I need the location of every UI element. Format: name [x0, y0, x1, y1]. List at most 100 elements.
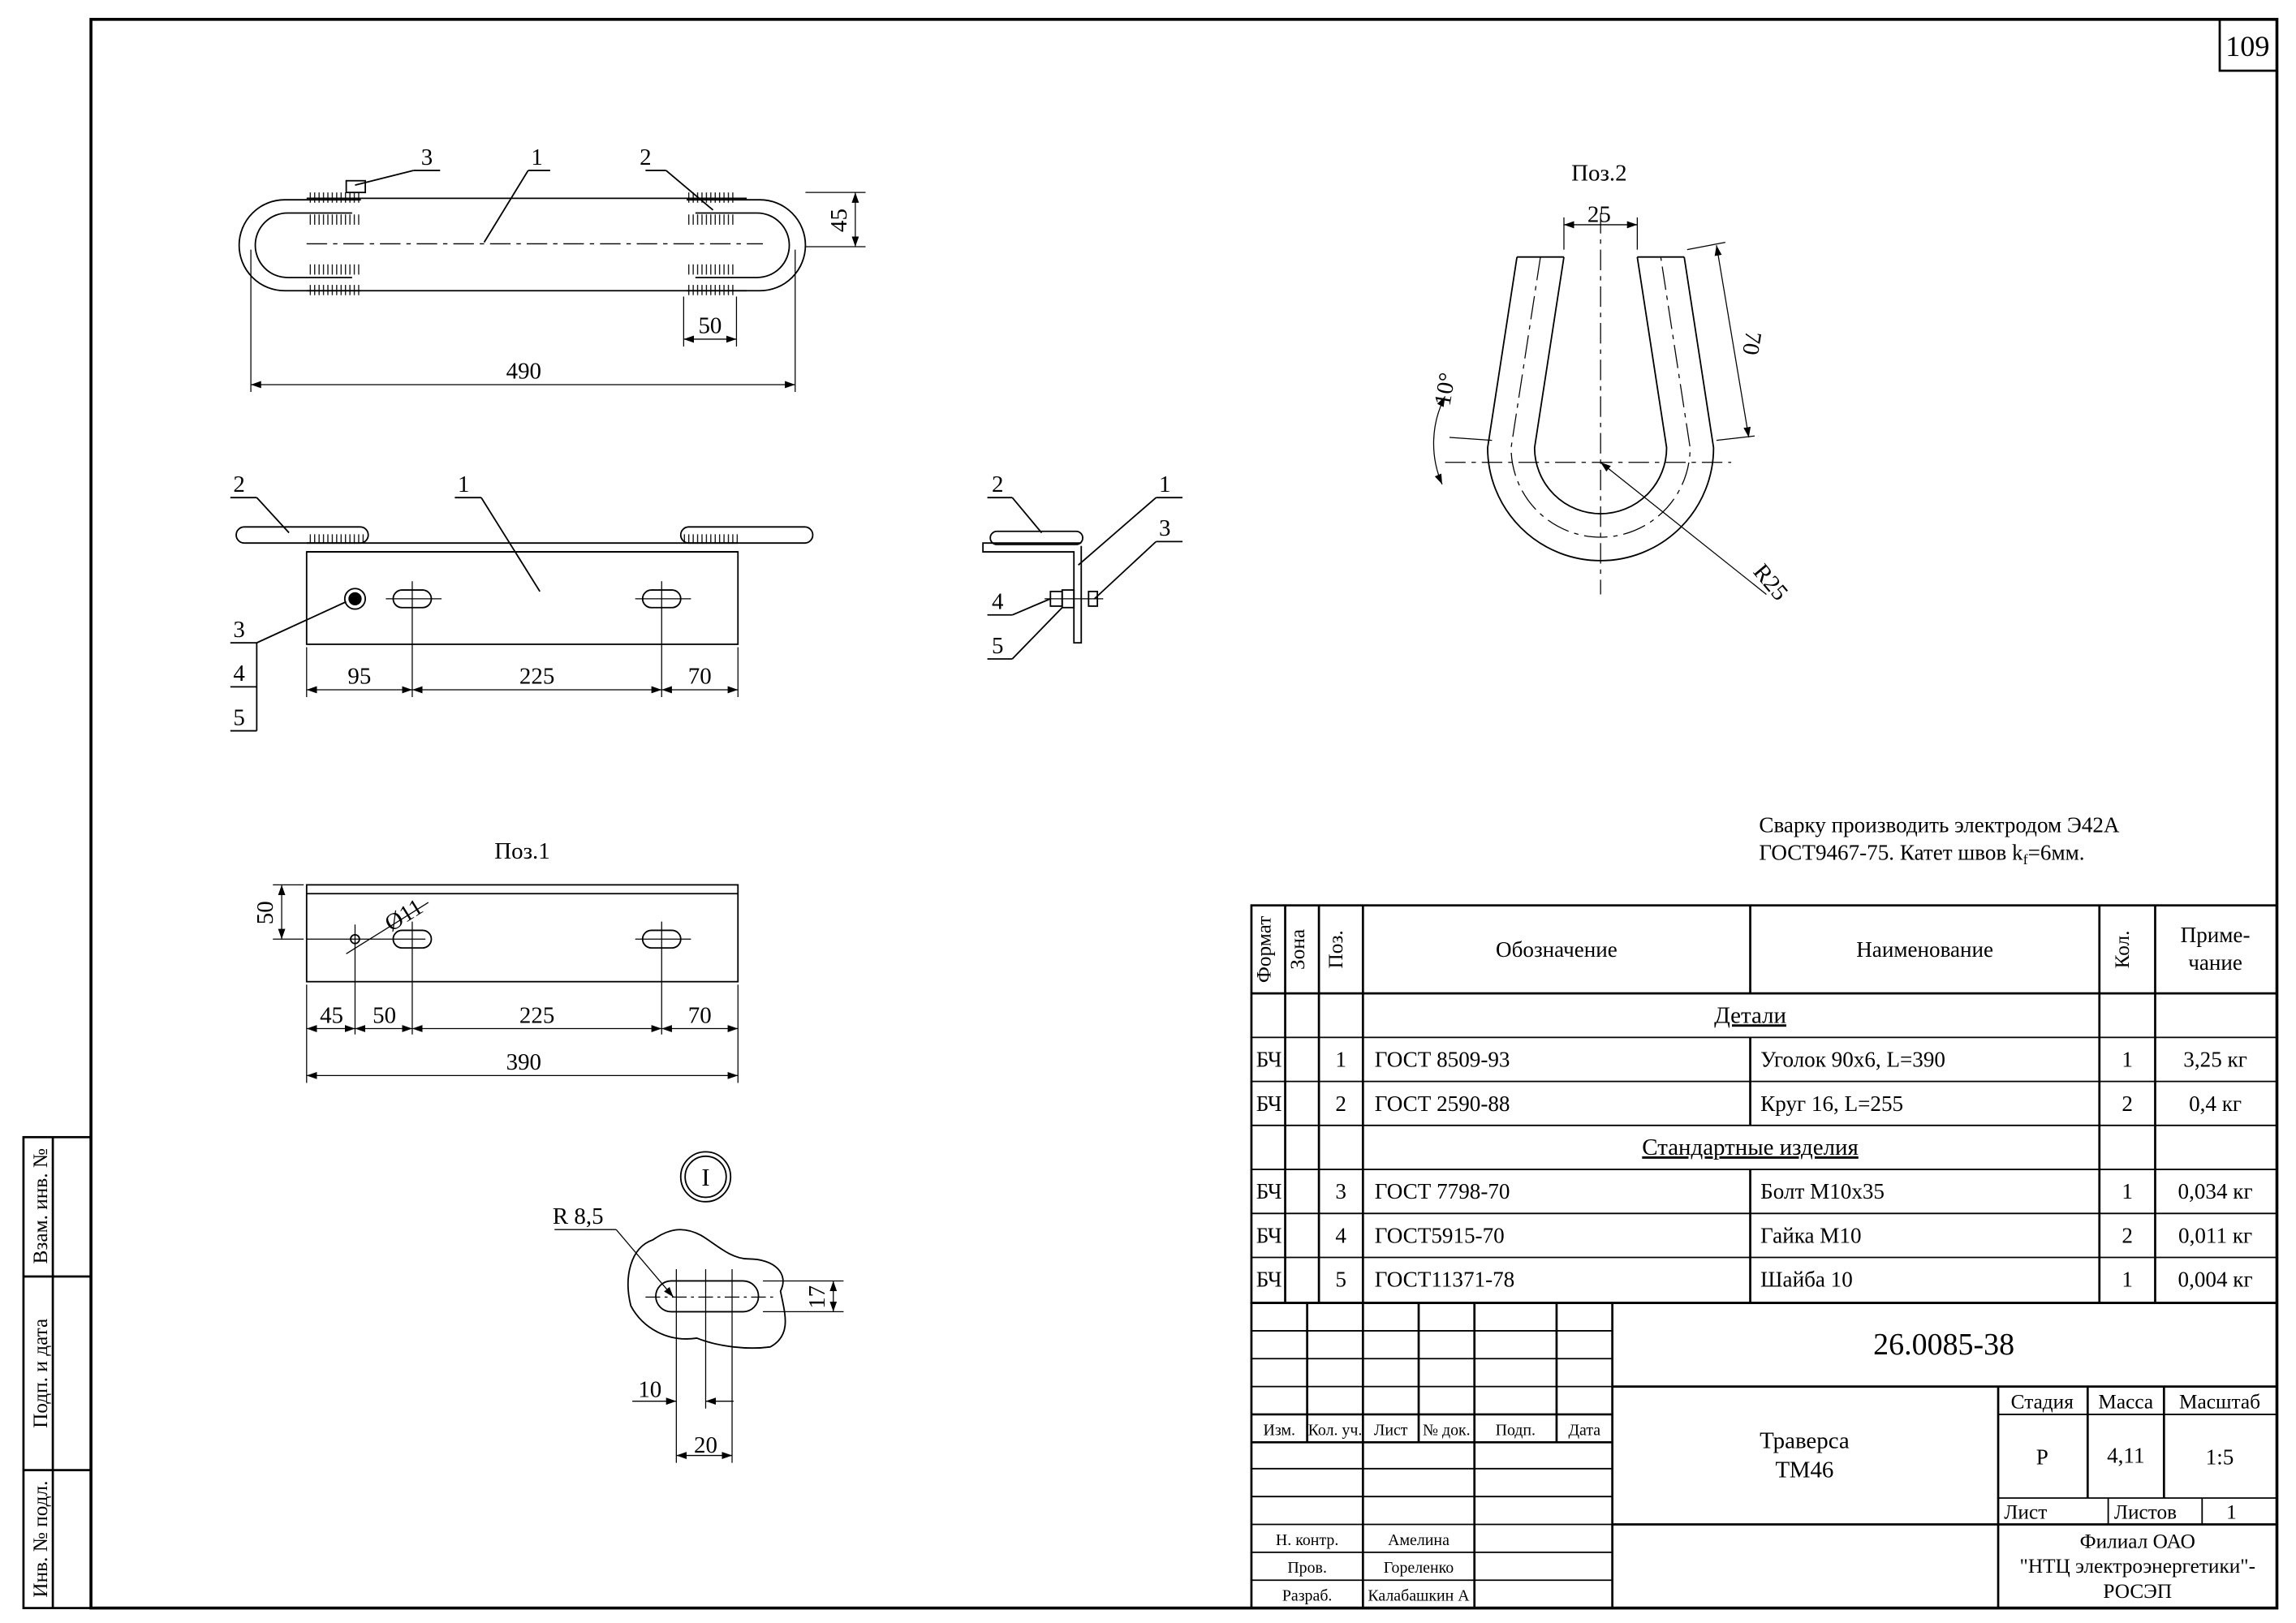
sheet-frame	[89, 18, 2279, 1610]
row2-format: БЧ	[1256, 1091, 1282, 1116]
callout-1: 1	[531, 144, 542, 170]
scale-value: 1:5	[2206, 1444, 2234, 1469]
row2-name: Круг 16, L=255	[1760, 1091, 1903, 1116]
front-dim-95: 95	[347, 664, 371, 690]
row5-qty: 1	[2122, 1268, 2133, 1292]
detail-marker: I	[701, 1164, 709, 1191]
scale-label: Масштаб	[2179, 1391, 2260, 1414]
pos1-dim-50: 50	[373, 1002, 396, 1028]
name-developed: Калабашкин А	[1368, 1587, 1470, 1605]
role-checked: Пров.	[1287, 1559, 1327, 1577]
stamp-inv-original: Инв. № подл.	[29, 1481, 52, 1598]
pos1-view	[273, 884, 739, 1083]
dim-height-45: 45	[826, 209, 852, 232]
name-checked: Гореленко	[1384, 1559, 1454, 1577]
row5-pos: 5	[1335, 1268, 1346, 1292]
row2-qty: 2	[2122, 1091, 2133, 1116]
pos2-dim-angle: 10°	[1429, 371, 1461, 407]
row4-name: Гайка М10	[1760, 1223, 1861, 1247]
side-callout-2: 2	[992, 471, 1003, 497]
callout-3: 3	[421, 144, 433, 170]
rev-header-sign: Подп.	[1496, 1421, 1536, 1439]
title-block	[1250, 1302, 2278, 1609]
row5-note: 0,004 кг	[2178, 1268, 2253, 1292]
callout-2: 2	[640, 144, 651, 170]
detail-dim-height: 17	[804, 1285, 830, 1309]
header-format: Формат	[1252, 916, 1275, 983]
sheets-value: 1	[2226, 1500, 2237, 1523]
product-code: ТМ46	[1775, 1457, 1833, 1483]
pos2-title: Поз.2	[1571, 161, 1626, 187]
row2-pos: 2	[1335, 1091, 1346, 1116]
pos2-dim-radius: R25	[1748, 559, 1793, 605]
side-callout-5: 5	[992, 633, 1003, 659]
side-callout-3: 3	[1159, 515, 1170, 541]
row1-qty: 1	[2122, 1048, 2133, 1072]
role-norm-control: Н. контр.	[1276, 1531, 1338, 1549]
stage-label: Стадия	[2011, 1391, 2074, 1414]
weld-note-line2: ГОСТ9467-75. Катет швов kf=6мм.	[1759, 841, 2084, 867]
detail-dim-20: 20	[694, 1432, 717, 1458]
pos1-dim-45: 45	[320, 1002, 343, 1028]
front-callout-3: 3	[233, 617, 244, 643]
header-note-1: Приме-	[2181, 923, 2251, 947]
header-name: Наименование	[1856, 937, 1993, 962]
document-code: 26.0085-38	[1873, 1328, 2014, 1362]
row1-name: Уголок 90х6, L=390	[1760, 1048, 1945, 1072]
dim-end-50: 50	[698, 313, 722, 339]
row3-designation: ГОСТ 7798-70	[1375, 1179, 1510, 1203]
row1-note: 3,25 кг	[2183, 1048, 2247, 1072]
org-line1: Филиал ОАО	[2080, 1530, 2195, 1552]
row4-note: 0,011 кг	[2178, 1223, 2252, 1247]
section-parts: Детали	[1714, 1002, 1786, 1028]
stamp-replaced-inv: Взам. инв. №	[29, 1148, 52, 1264]
pos1-dim-total: 390	[506, 1049, 541, 1075]
mass-value: 4,11	[2107, 1444, 2144, 1468]
dim-total-490: 490	[506, 359, 541, 385]
header-designation: Обозначение	[1496, 937, 1618, 962]
row5-name: Шайба 10	[1760, 1268, 1853, 1292]
org-line3: РОСЭП	[2103, 1580, 2172, 1603]
rev-header-sheet: Лист	[1374, 1421, 1408, 1439]
name-norm-control: Амелина	[1388, 1531, 1450, 1549]
row1-pos: 1	[1335, 1048, 1346, 1072]
header-zone: Зона	[1286, 929, 1309, 970]
front-callout-4: 4	[233, 661, 244, 687]
org-line2: "НТЦ электроэнергетики"-	[2020, 1555, 2256, 1578]
spec-table	[1250, 904, 2278, 1304]
header-qty: Кол.	[2111, 930, 2134, 968]
rev-header-doc: № док.	[1423, 1421, 1471, 1439]
row4-pos: 4	[1335, 1223, 1346, 1247]
header-pos: Поз.	[1325, 930, 1347, 968]
rev-header-change: Изм.	[1264, 1421, 1295, 1439]
stage-value: Р	[2036, 1444, 2048, 1469]
header-note-2: чание	[2188, 950, 2242, 975]
sheet-label: Лист	[2004, 1500, 2047, 1523]
pos2-dim-leg: 70	[1737, 329, 1766, 357]
row4-designation: ГОСТ5915-70	[1375, 1223, 1505, 1247]
side-view	[982, 497, 1182, 660]
rev-header-count: Кол. уч.	[1308, 1421, 1363, 1439]
detail-dim-10: 10	[638, 1376, 661, 1402]
row5-designation: ГОСТ11371-78	[1375, 1268, 1514, 1292]
weld-note-line1: Сварку производить электродом Э42А	[1759, 812, 2120, 837]
side-callout-1: 1	[1159, 471, 1170, 497]
front-dim-70: 70	[688, 664, 712, 690]
main-view	[238, 170, 866, 393]
front-dim-225: 225	[519, 664, 554, 690]
rev-header-date: Дата	[1568, 1421, 1600, 1439]
front-view	[230, 497, 814, 732]
row3-note: 0,034 кг	[2178, 1179, 2253, 1203]
side-stamp	[22, 1135, 93, 1609]
row1-format: БЧ	[1256, 1048, 1282, 1072]
sheets-label: Листов	[2114, 1500, 2177, 1523]
stamp-sign-date: Подп. и дата	[29, 1319, 52, 1428]
front-callout-1: 1	[458, 471, 469, 497]
row3-qty: 1	[2122, 1179, 2133, 1203]
pos1-title: Поз.1	[494, 838, 549, 864]
page-number: 109	[2225, 30, 2269, 62]
row2-designation: ГОСТ 2590-88	[1375, 1091, 1510, 1116]
product-name: Траверса	[1760, 1428, 1850, 1454]
detail-dim-radius: R 8,5	[553, 1203, 604, 1229]
